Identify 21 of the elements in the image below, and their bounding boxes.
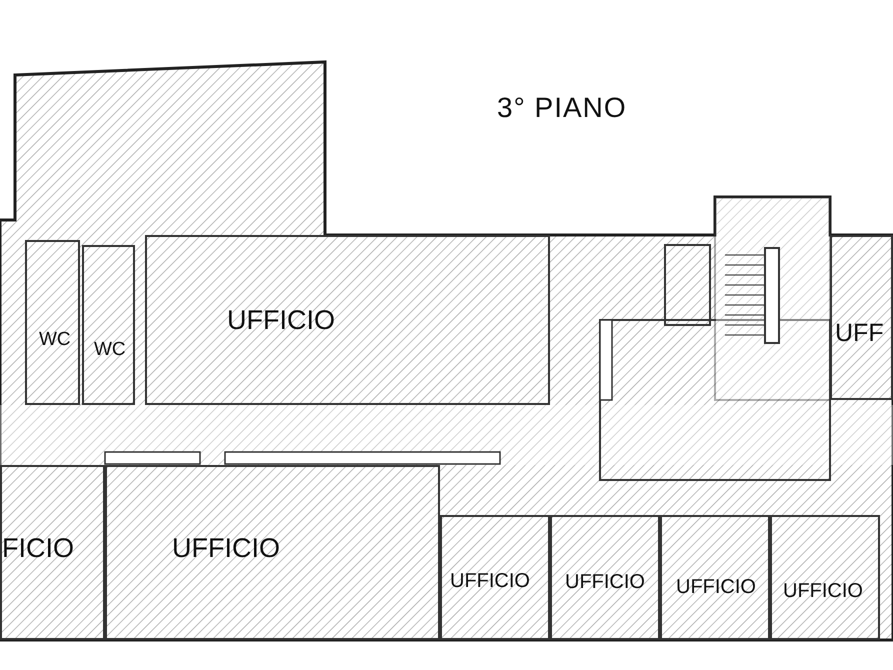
room-outline	[25, 240, 80, 405]
floor-title: 3° PIANO	[497, 92, 627, 124]
room-outline	[550, 515, 660, 640]
room-label: UFFICIO	[450, 571, 530, 591]
room-label: WC	[39, 330, 71, 349]
room-outline	[0, 465, 105, 640]
room-label: UFFICIO	[172, 535, 280, 562]
room-outline	[440, 515, 550, 640]
room-outline	[82, 245, 135, 405]
room-label: UFFICIO	[676, 577, 756, 597]
room-label: FICIO	[2, 535, 74, 562]
room-outline	[770, 515, 880, 640]
room-outline	[145, 235, 550, 405]
room-outline	[660, 515, 770, 640]
room-label: WC	[94, 340, 126, 359]
room-label: UFF	[835, 321, 884, 346]
room-outline	[105, 465, 440, 640]
room-outline	[830, 235, 893, 400]
room-label: UFFICIO	[227, 307, 335, 334]
room-label: UFFICIO	[783, 581, 863, 601]
room-label: UFFICIO	[565, 572, 645, 592]
